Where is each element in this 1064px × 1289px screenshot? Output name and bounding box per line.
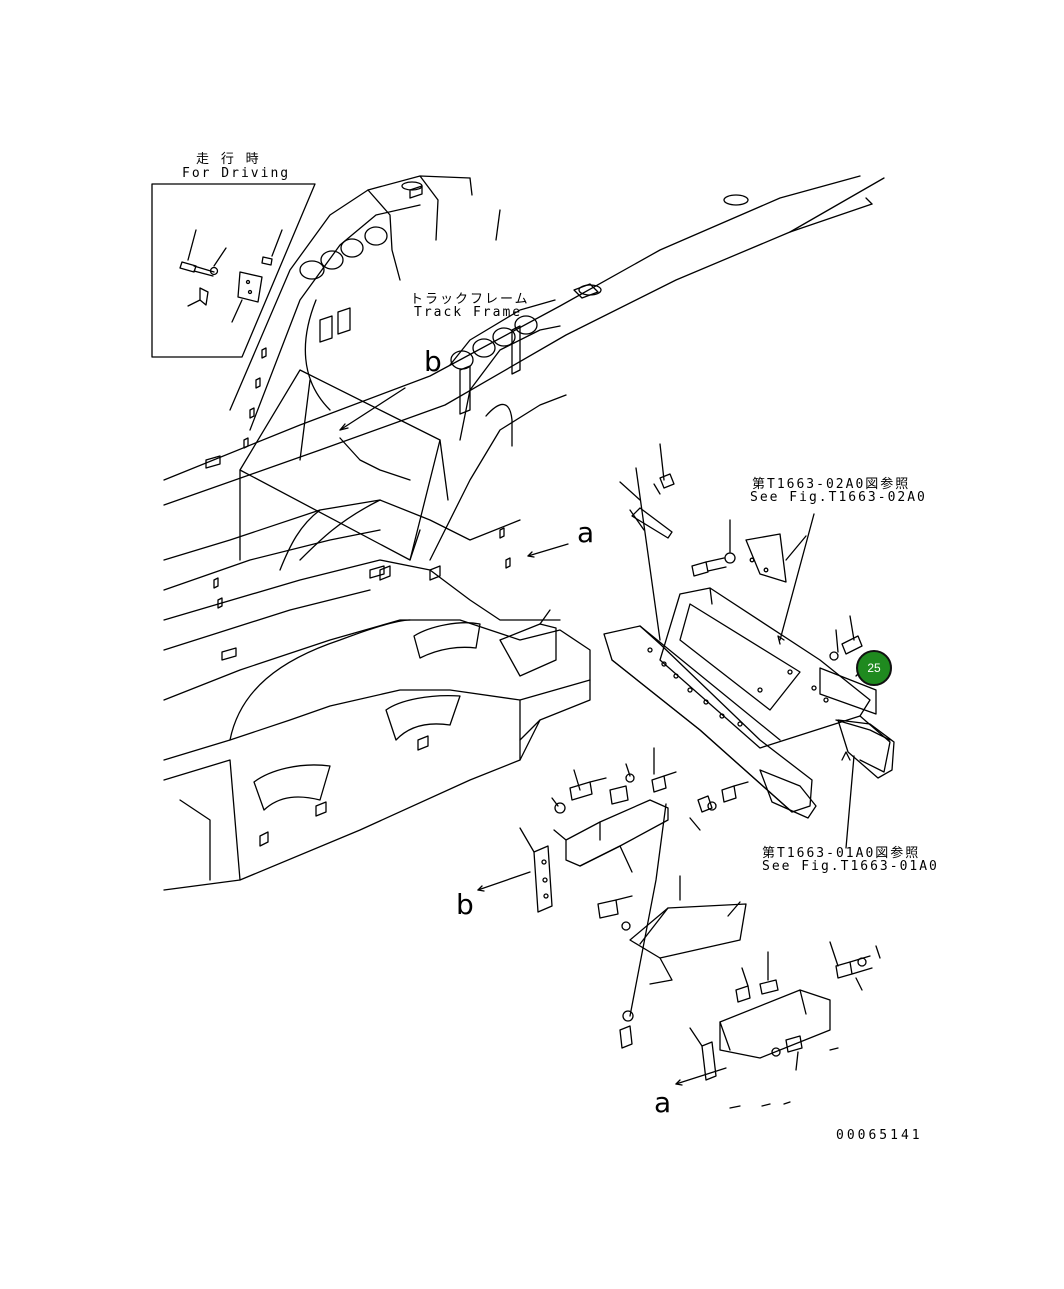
view-letter-b-low: b bbox=[456, 888, 474, 921]
track-frame-label-en: Track Frame bbox=[414, 305, 523, 320]
reference-lower-jp: 第T1663-01A0図参照 bbox=[762, 846, 921, 861]
bracket-set-middle bbox=[519, 747, 749, 1049]
view-a-arrow-low bbox=[675, 1067, 727, 1085]
inset-title-en: For Driving bbox=[182, 166, 291, 181]
view-a-arrow-mid bbox=[527, 543, 569, 557]
exploded-assembly bbox=[603, 443, 895, 849]
view-b-arrow-top bbox=[339, 387, 406, 431]
callout-number: 25 bbox=[867, 661, 881, 675]
bracket-set-lower bbox=[689, 941, 881, 1109]
view-b-arrow-low bbox=[477, 871, 531, 891]
track-frame-body bbox=[163, 175, 885, 891]
view-letter-a-mid: a bbox=[577, 516, 595, 549]
drawing-id: 00065141 bbox=[836, 1128, 923, 1143]
inset-title-jp: 走 行 時 bbox=[196, 152, 261, 167]
reference-upper-jp: 第T1663-02A0図参照 bbox=[752, 477, 911, 492]
view-letter-b-top: b bbox=[424, 345, 442, 378]
inset-for-driving bbox=[151, 183, 316, 358]
reference-upper-en: See Fig.T1663-02A0 bbox=[750, 490, 927, 505]
reference-lower-en: See Fig.T1663-01A0 bbox=[762, 859, 939, 874]
track-frame-label-jp: トラックフレーム bbox=[410, 292, 530, 307]
part-callout-25[interactable]: 25 bbox=[856, 650, 892, 686]
view-letter-a-low: a bbox=[654, 1086, 672, 1119]
